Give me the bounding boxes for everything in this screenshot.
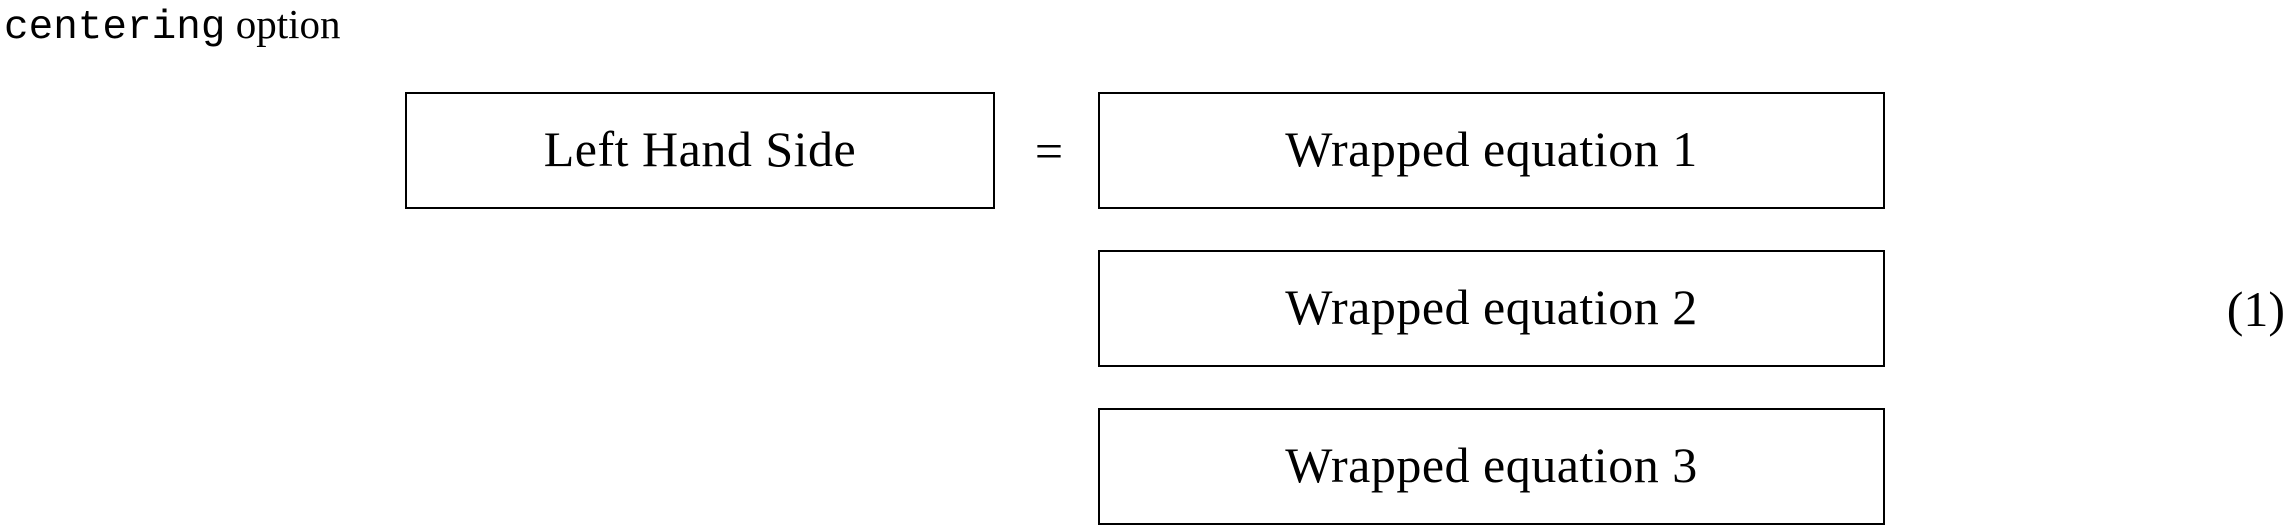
wrapped-equation-box-2: Wrapped equation 2 <box>1098 250 1885 367</box>
caption-code-text: centering <box>4 5 226 51</box>
wrapped-equation-label-1: Wrapped equation 1 <box>1285 120 1698 177</box>
equation-number: (1) <box>2226 280 2285 337</box>
left-hand-side-label: Left Hand Side <box>543 120 857 177</box>
left-hand-side-box: Left Hand Side <box>405 92 995 209</box>
caption-line: centering option <box>4 0 341 51</box>
wrapped-equation-label-2: Wrapped equation 2 <box>1285 278 1698 335</box>
wrapped-equation-box-3: Wrapped equation 3 <box>1098 408 1885 525</box>
wrapped-equation-box-1: Wrapped equation 1 <box>1098 92 1885 209</box>
relation-equals-sign: = <box>1034 122 1064 179</box>
caption-roman-text: option <box>235 1 341 47</box>
wrapped-equation-label-3: Wrapped equation 3 <box>1285 436 1698 493</box>
